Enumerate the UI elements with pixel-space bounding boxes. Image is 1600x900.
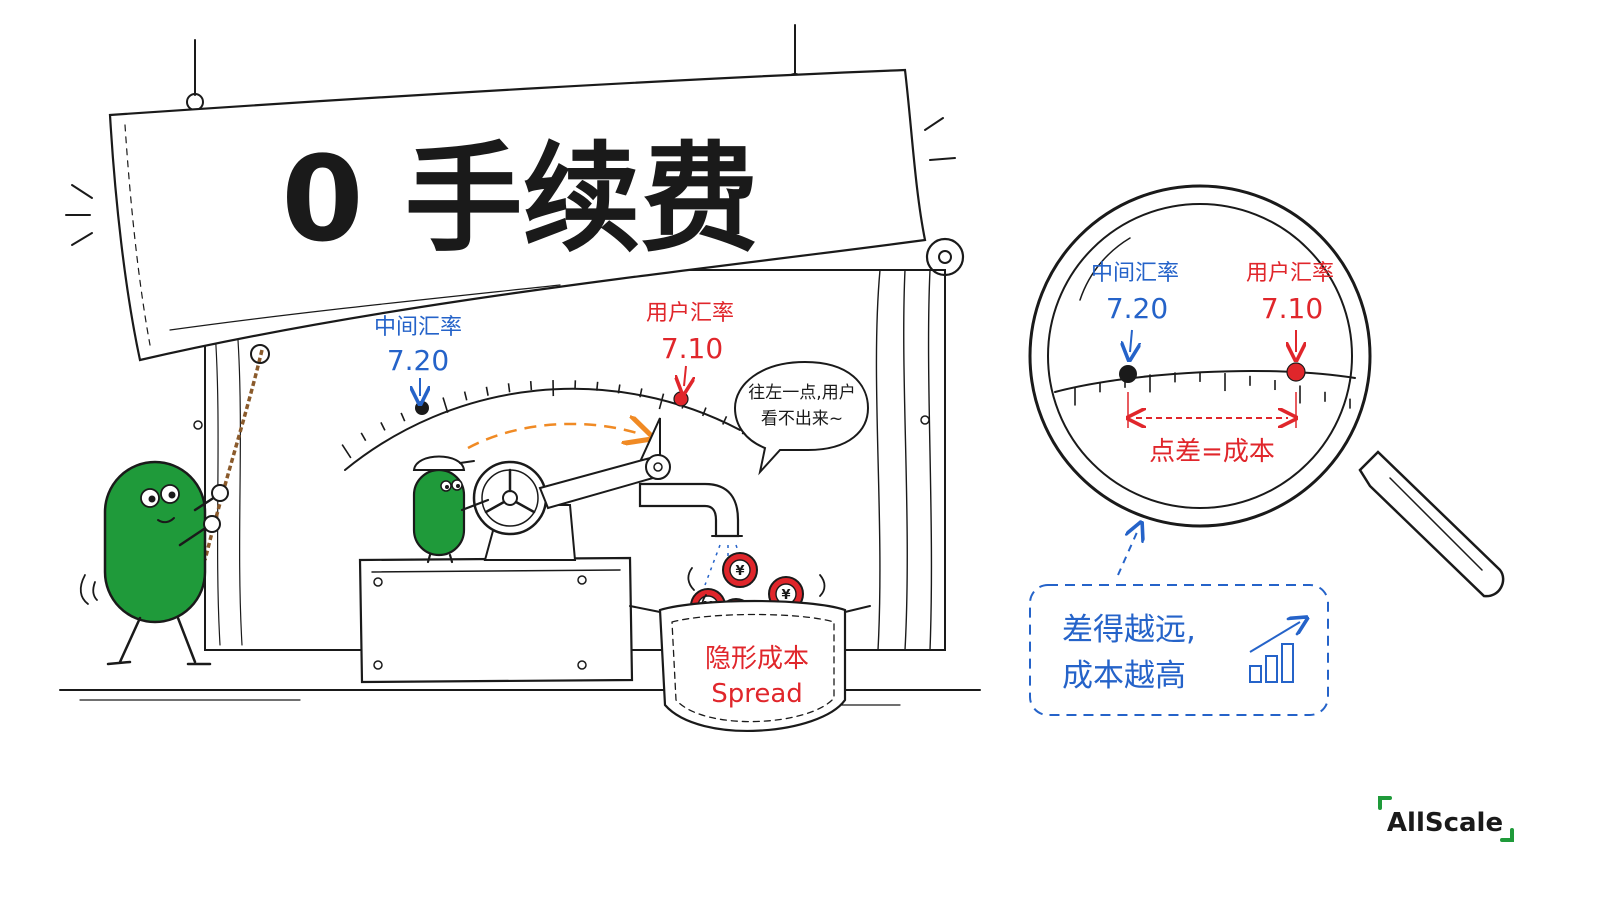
dial-user-rate-label: 用户汇率: [646, 301, 734, 326]
dial-tick: [529, 381, 533, 391]
curtain-backdrop: [193, 269, 946, 651]
dial-tick: [400, 412, 406, 422]
dial-tick: [485, 386, 489, 396]
mag-mid-rate-dot: [1119, 365, 1137, 383]
dial-tick: [595, 381, 599, 391]
crank-wheel-icon: [472, 454, 671, 561]
dial-tick: [701, 407, 707, 417]
speech-bubble-line1: 往左一点,用户: [748, 383, 855, 403]
speech-bubble: 往左一点,用户 看不出来~: [733, 360, 870, 476]
banner-title: 0 手续费: [281, 130, 758, 268]
bar-chart-rising-icon: [1249, 622, 1300, 683]
note-line2: 成本越高: [1062, 658, 1186, 694]
mag-mid-rate-value: 7.20: [1106, 292, 1168, 325]
mag-user-rate-label: 用户汇率: [1246, 261, 1334, 286]
pocket-label-cn: 隐形成本: [705, 644, 809, 674]
mag-user-rate-dot: [1286, 362, 1306, 382]
yuan-coin-icon: ¥: [722, 552, 758, 588]
machine-box: [358, 556, 634, 684]
svg-text:¥: ¥: [735, 564, 744, 579]
banner: 0 手续费: [65, 24, 965, 362]
svg-text:¥: ¥: [781, 588, 790, 603]
dial-user-rate-dot: [673, 391, 689, 407]
dial-tick: [722, 415, 728, 425]
orange-shift-arrow: [467, 424, 640, 450]
mag-user-rate-value: 7.10: [1261, 292, 1323, 325]
brand-name: AllScale: [1387, 808, 1503, 838]
dial-tick: [341, 444, 352, 459]
dial-tick: [360, 432, 367, 442]
magnifier-icon: [1028, 184, 1505, 598]
spread-pocket: 隐形成本 Spread: [629, 599, 871, 732]
dial-tick: [639, 388, 643, 398]
dial-tick: [617, 384, 621, 394]
magnifier-content: 中间汇率 7.20 用户汇率 7.10 点差=成本: [1054, 261, 1356, 467]
dial-mid-rate-label: 中间汇率: [374, 315, 462, 340]
dial-tick: [380, 421, 386, 431]
note-box: 差得越远, 成本越高: [1029, 530, 1329, 716]
mag-gap-label: 点差=成本: [1149, 437, 1275, 467]
green-character-large: [79, 460, 229, 666]
dial-user-rate-value: 7.10: [661, 332, 723, 365]
dial-mid-rate-value: 7.20: [387, 344, 449, 377]
dial-tick: [463, 391, 468, 401]
exchange-rate-dial: 中间汇率 7.20 用户汇率 7.10: [341, 301, 748, 473]
dial-tick: [658, 393, 665, 410]
note-line1: 差得越远,: [1062, 612, 1196, 648]
dial-tick: [442, 397, 449, 414]
allscale-logo-icon: AllScale: [1378, 796, 1514, 842]
mag-mid-rate-label: 中间汇率: [1091, 261, 1179, 286]
green-character-small: [412, 455, 490, 564]
pocket-label-en: Spread: [711, 679, 803, 709]
dial-mid-rate-dot: [415, 401, 429, 415]
dial-tick: [507, 383, 511, 393]
speech-bubble-line2: 看不出来~: [761, 409, 843, 429]
